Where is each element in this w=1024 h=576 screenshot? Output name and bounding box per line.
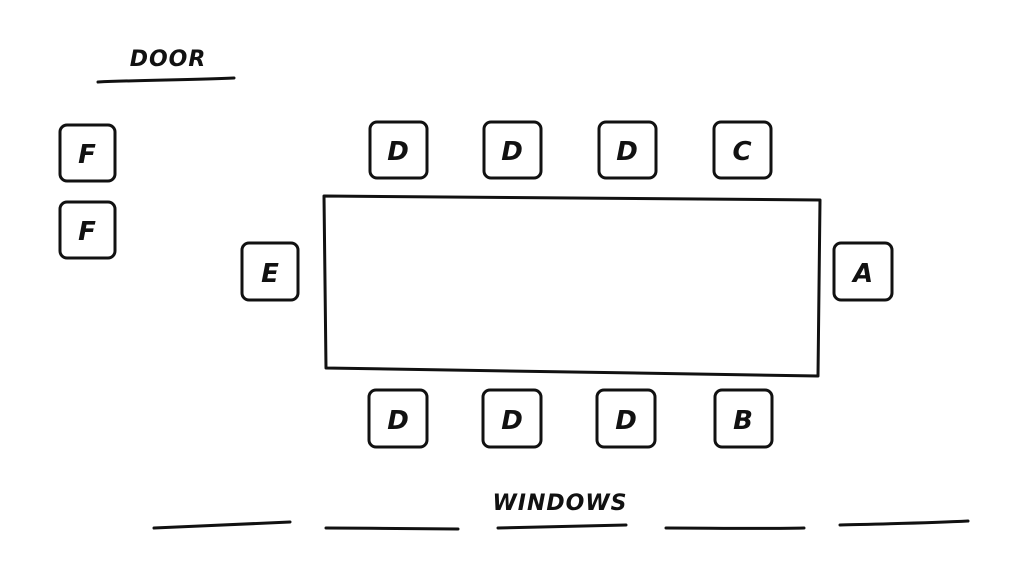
window-line-2 (324, 526, 460, 531)
seat-f-bottom-label: F (78, 217, 96, 247)
seat-f-bottom: F (58, 200, 117, 260)
seat-left: E (240, 241, 300, 302)
seat-bottom-2: D (481, 388, 543, 449)
seat-bottom-3-label: D (615, 406, 637, 436)
seat-top-1-label: D (387, 137, 409, 167)
seat-right: A (832, 241, 894, 302)
seat-bottom-1-label: D (387, 406, 409, 436)
window-line-3 (496, 523, 628, 530)
seat-top-1: D (368, 120, 429, 180)
seat-bottom-2-label: D (501, 406, 523, 436)
seat-f-top: F (58, 123, 117, 183)
window-line-5 (838, 519, 970, 527)
door-line (96, 76, 236, 84)
seat-right-label: A (851, 259, 873, 289)
seat-bottom-1: D (367, 388, 429, 449)
seat-left-label: E (261, 259, 279, 289)
seat-top-4: C (712, 120, 773, 180)
door-label: DOOR (130, 47, 207, 72)
seat-top-4-label: C (732, 137, 751, 167)
seat-bottom-4-label: B (733, 406, 753, 436)
seat-f-top-label: F (78, 140, 96, 170)
seat-bottom-4: B (713, 388, 774, 449)
seat-top-3-label: D (616, 137, 638, 167)
window-line-1 (152, 520, 292, 530)
seat-top-2-label: D (501, 137, 523, 167)
windows-label: WINDOWS (493, 491, 628, 516)
seat-top-3: D (597, 120, 658, 180)
table (322, 194, 822, 378)
seat-bottom-3: D (595, 388, 657, 449)
seat-top-2: D (482, 120, 543, 180)
